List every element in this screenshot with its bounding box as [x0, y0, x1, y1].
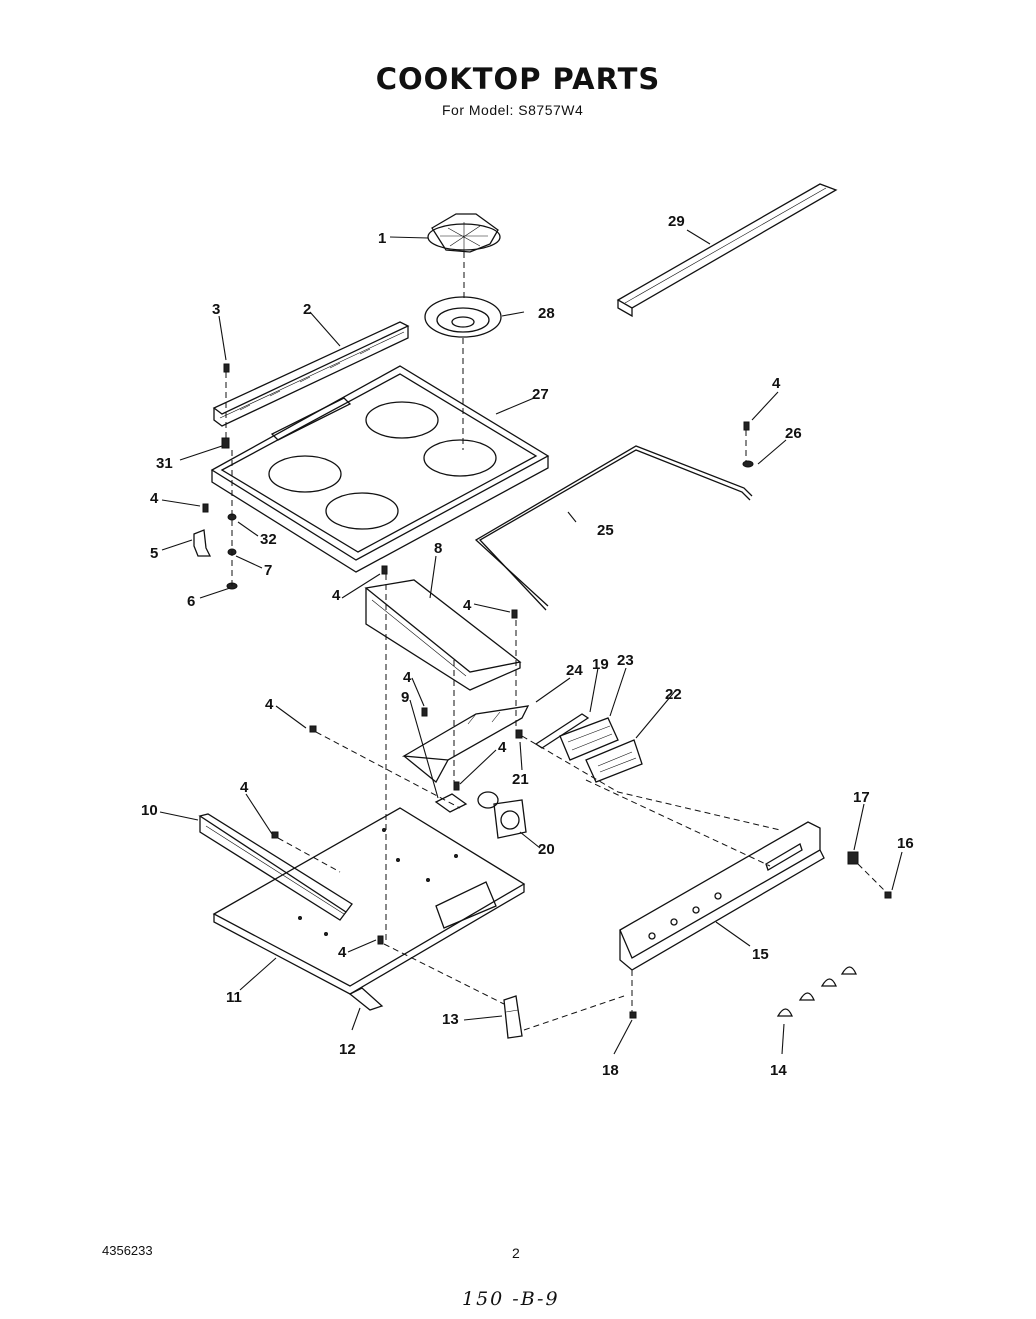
callout-5: 5: [150, 545, 158, 562]
document-number: 4356233: [102, 1243, 153, 1258]
callout-18: 18: [602, 1062, 619, 1079]
part-17-clip: [847, 851, 859, 865]
part-8-top-shield: [364, 579, 522, 691]
callout-17: 17: [853, 789, 870, 806]
part-26-clip: [742, 460, 754, 468]
callout-26: 26: [785, 425, 802, 442]
part-15-control-panel: [619, 821, 825, 971]
model-subtitle: For Model: S8757W4: [442, 102, 584, 118]
part-11-bottom-pan: [212, 807, 526, 995]
callout-7: 7: [264, 562, 272, 579]
part-5-bracket: [193, 529, 212, 557]
callout-14: 14: [770, 1062, 787, 1079]
callout-25: 25: [597, 522, 614, 539]
part-19-switch: [534, 713, 590, 749]
callout-4: 4: [332, 587, 341, 604]
part-1-burner-grate: [427, 213, 501, 253]
callout-3: 3: [212, 301, 220, 318]
page-number: 2: [512, 1245, 520, 1261]
part-28-drip-bowl: [424, 296, 502, 338]
part-27-cooktop: [210, 365, 550, 573]
callout-31: 31: [156, 455, 173, 472]
callout-4: 4: [240, 779, 249, 796]
part-29-rear-strip: [616, 183, 838, 318]
callout-32: 32: [260, 531, 277, 548]
callout-4: 4: [772, 375, 781, 392]
callout-1: 1: [378, 230, 386, 247]
callout-11: 11: [226, 989, 242, 1006]
callout-6: 6: [187, 593, 195, 610]
part-9-bracket: [434, 793, 468, 813]
part-13-end-cap: [503, 995, 523, 1039]
part-25-wire-harness: [474, 445, 753, 611]
callout-4: 4: [150, 490, 159, 507]
callout-labels: 1 2 3 4 4 4 4 4 4 4 4 4 4 5 6 7 8 9 10 1…: [141, 213, 914, 1079]
callout-28: 28: [538, 305, 555, 322]
callout-22: 22: [665, 686, 682, 703]
leader-lines: [159, 229, 903, 1055]
handwritten-note: 150 -B-9: [462, 1288, 560, 1310]
callout-21: 21: [512, 771, 529, 788]
callout-16: 16: [897, 835, 914, 852]
callout-12: 12: [339, 1041, 356, 1058]
callout-24: 24: [566, 662, 583, 679]
hardware-screws: [202, 363, 892, 1019]
callout-19: 19: [592, 656, 609, 673]
callout-9: 9: [401, 689, 409, 706]
callout-27: 27: [532, 386, 549, 403]
callout-4: 4: [265, 696, 274, 713]
callout-4: 4: [338, 944, 347, 961]
assembly-lines: [225, 252, 887, 1031]
callout-4: 4: [463, 597, 472, 614]
callout-15: 15: [752, 946, 769, 963]
callout-10: 10: [141, 802, 158, 819]
page-title: COOKTOP PARTS: [375, 62, 661, 96]
callout-23: 23: [617, 652, 634, 669]
callout-29: 29: [668, 213, 685, 230]
part-10-side-rail: [198, 813, 353, 921]
part-14-knobs: [776, 966, 857, 1017]
callout-13: 13: [442, 1011, 459, 1028]
callout-4: 4: [498, 739, 507, 756]
callout-2: 2: [303, 301, 311, 318]
part-23-switch-housing: [559, 717, 619, 761]
part-2-front-trim: [212, 321, 410, 427]
callout-8: 8: [434, 540, 442, 557]
part-24-burner-bracket: [401, 705, 530, 783]
part-12-front-lip: [348, 987, 384, 1011]
callout-20: 20: [538, 841, 555, 858]
callout-4: 4: [403, 669, 412, 686]
part-20-receptacle: [477, 791, 527, 839]
part-22-switch-plate: [585, 739, 643, 783]
